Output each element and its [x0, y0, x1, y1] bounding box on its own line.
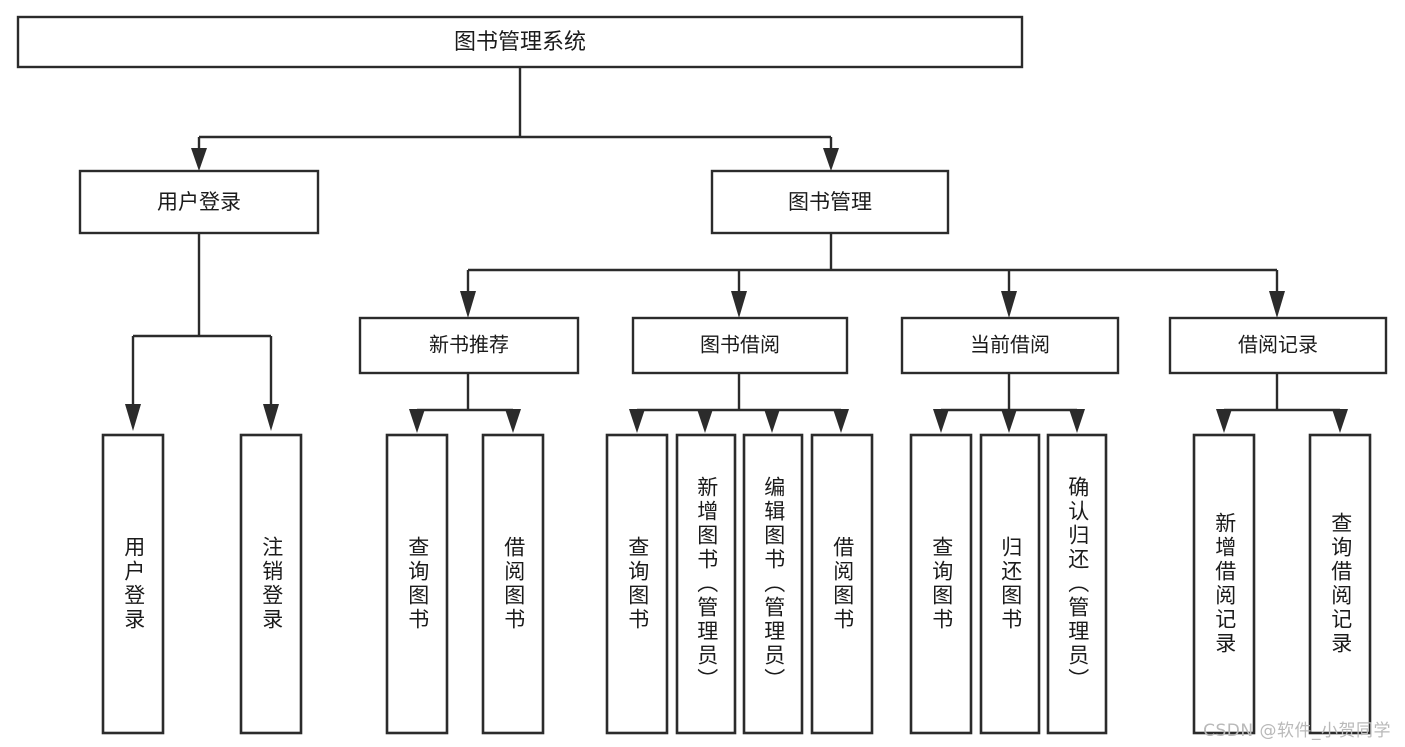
root-label: 图书管理系统 [454, 30, 586, 55]
root-box[interactable] [16, 15, 1024, 69]
node-book-manage[interactable]: 图书管理 [710, 169, 950, 235]
leaf-box-borrow-record-1[interactable] [1308, 433, 1372, 735]
leaf-boxes-book-borrow [605, 433, 874, 735]
level2-label-3: 借阅记录 [1238, 333, 1318, 357]
node-new-book-recommend[interactable]: 新书推荐 [358, 316, 580, 375]
leaf-box-current-borrow-1[interactable] [979, 433, 1041, 735]
arrowhead-br-leaf1 [1216, 409, 1232, 433]
arrowhead-cb-leaf3 [1069, 409, 1085, 433]
leaf-box-new-book-0[interactable] [385, 433, 449, 735]
level2-box-3[interactable] [1168, 316, 1388, 375]
leaf-box-borrow-record-0[interactable] [1192, 433, 1256, 735]
arrowhead-cb-leaf2 [1001, 409, 1017, 433]
arrowhead-borrow-record [1269, 291, 1285, 318]
node-borrow-record[interactable]: 借阅记录 [1168, 316, 1388, 375]
level2-box-0[interactable] [358, 316, 580, 375]
leaf-box-user-login-0[interactable] [101, 433, 165, 735]
arrowhead-user-login [191, 148, 207, 171]
arrowhead-bb-leaf3 [764, 409, 780, 433]
leaf-box-book-borrow-1[interactable] [675, 433, 737, 735]
arrowhead-current-borrow [1001, 291, 1017, 318]
arrowhead-br-leaf2 [1332, 409, 1348, 433]
level2-label-0: 新书推荐 [429, 333, 509, 357]
connectors-book-borrow-to-leaves [629, 373, 849, 433]
arrowhead-nb-leaf1 [409, 409, 425, 433]
arrowhead-bb-leaf1 [629, 409, 645, 433]
leaf-box-current-borrow-0[interactable] [909, 433, 973, 735]
leaf-box-user-login-1[interactable] [239, 433, 303, 735]
leaf-box-new-book-1[interactable] [481, 433, 545, 735]
arrowhead-book-manage [823, 148, 839, 171]
arrowhead-new-book [460, 291, 476, 318]
leaf-boxes-borrow-record [1192, 433, 1372, 735]
level1-label-1: 图书管理 [788, 190, 872, 214]
connectors-current-borrow-to-leaves [933, 373, 1085, 433]
leaf-boxes-current-borrow [909, 433, 1108, 735]
level1-label-0: 用户登录 [157, 190, 241, 214]
connectors-book-manage-to-level2 [460, 233, 1285, 318]
arrowhead-bb-leaf2 [697, 409, 713, 433]
watermark-text: CSDN @软件_小贺同学 [1203, 721, 1391, 741]
leaf-boxes-new-book [385, 433, 545, 735]
leaf-boxes-user-login [101, 433, 303, 735]
arrowhead-bb-leaf4 [833, 409, 849, 433]
level2-label-1: 图书借阅 [700, 333, 780, 357]
leaf-box-book-borrow-0[interactable] [605, 433, 669, 735]
node-user-login[interactable]: 用户登录 [78, 169, 320, 235]
arrowhead-leaf-logout [263, 404, 279, 431]
connectors-root-to-level1 [191, 67, 839, 171]
connectors-borrow-record-to-leaves [1216, 373, 1348, 433]
level2-box-1[interactable] [631, 316, 849, 375]
arrowhead-book-borrow [731, 291, 747, 318]
level1-box-1[interactable] [710, 169, 950, 235]
node-current-borrow[interactable]: 当前借阅 [900, 316, 1120, 375]
connectors-user-login-to-leaves [125, 233, 279, 431]
leaf-box-current-borrow-2[interactable] [1046, 433, 1108, 735]
level1-box-0[interactable] [78, 169, 320, 235]
arrowhead-nb-leaf2 [505, 409, 521, 433]
arrowhead-cb-leaf1 [933, 409, 949, 433]
level2-box-2[interactable] [900, 316, 1120, 375]
leaf-box-book-borrow-3[interactable] [810, 433, 874, 735]
level2-label-2: 当前借阅 [970, 333, 1050, 357]
node-book-borrow[interactable]: 图书借阅 [631, 316, 849, 375]
leaf-box-book-borrow-2[interactable] [742, 433, 804, 735]
arrowhead-leaf-user-login [125, 404, 141, 431]
node-root[interactable]: 图书管理系统 [16, 15, 1024, 69]
connectors-new-book-to-leaves [409, 373, 521, 433]
